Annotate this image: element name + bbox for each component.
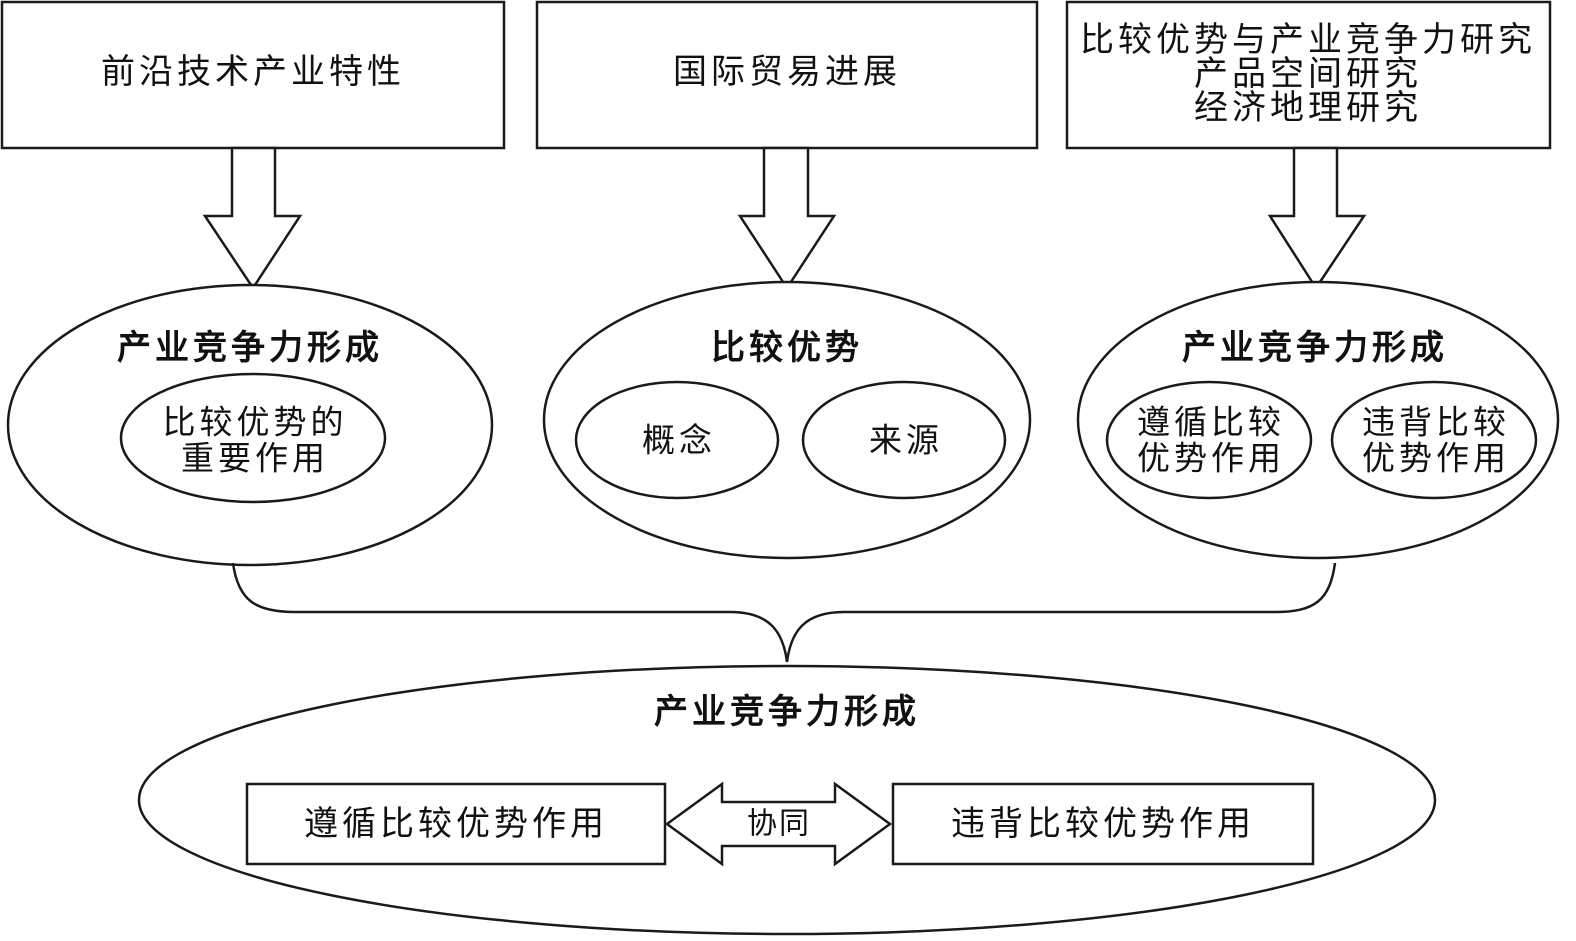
down-arrow-right	[1267, 146, 1367, 291]
bottom-box-follow-label: 遵循比较优势作用	[304, 804, 608, 844]
ellipse-bottom-competitiveness: 产业竞争力形成 遵循比较优势作用 违背比较优势作用 协同	[137, 664, 1437, 936]
top-box-trade-progress: 国际贸易进展	[535, 0, 1039, 150]
top-box-frontier-tech-label: 前沿技术产业特性	[101, 52, 405, 92]
top-box-research-line-3: 经济地理研究	[1194, 88, 1422, 128]
bottom-box-violate-label: 违背比较优势作用	[951, 804, 1255, 844]
top-box-research: 比较优势与产业竞争力研究 产品空间研究 经济地理研究	[1065, 0, 1552, 150]
top-box-research-line-1: 比较优势与产业竞争力研究	[1080, 20, 1536, 60]
brace-connector	[231, 562, 1337, 663]
inner-ellipse-follow-line-2: 优势作用	[1137, 439, 1285, 478]
ellipse-middle-title: 比较优势	[711, 328, 863, 368]
top-box-research-line-2: 产品空间研究	[1194, 54, 1422, 94]
inner-ellipse-important-role-line-1: 比较优势的	[163, 403, 348, 442]
ellipse-competitiveness-right: 产业竞争力形成 遵循比较 优势作用 违背比较 优势作用	[1076, 280, 1560, 560]
bottom-ellipse-title: 产业竞争力形成	[654, 692, 920, 732]
ellipse-left-title: 产业竞争力形成	[117, 328, 383, 368]
inner-ellipse-violate-line-2: 优势作用	[1362, 439, 1510, 478]
inner-ellipse-follow	[1105, 380, 1313, 500]
inner-ellipse-follow-line-1: 遵循比较	[1137, 403, 1285, 442]
inner-ellipse-concept-label: 概念	[642, 421, 716, 460]
inner-ellipse-violate-line-1: 违背比较	[1362, 403, 1510, 442]
inner-ellipse-source-label: 来源	[869, 421, 943, 460]
inner-ellipse-violate	[1330, 380, 1538, 500]
top-box-frontier-tech: 前沿技术产业特性	[0, 0, 506, 150]
down-arrow-middle	[737, 146, 837, 291]
top-box-trade-progress-label: 国际贸易进展	[673, 52, 901, 92]
bottom-box-violate	[891, 782, 1315, 866]
inner-ellipse-important-role	[119, 372, 387, 504]
ellipse-comparative-advantage: 比较优势 概念 来源	[542, 280, 1032, 560]
inner-ellipse-source	[801, 380, 1007, 500]
inner-ellipse-important-role-line-2: 重要作用	[181, 439, 329, 478]
double-arrow-synergy	[664, 781, 893, 867]
ellipse-competitiveness-left: 产业竞争力形成 比较优势的 重要作用	[6, 283, 494, 567]
ellipse-right-title: 产业竞争力形成	[1182, 328, 1448, 368]
down-arrow-left	[202, 146, 303, 291]
double-arrow-synergy-label: 协同	[747, 807, 811, 842]
inner-ellipse-concept	[574, 380, 780, 500]
